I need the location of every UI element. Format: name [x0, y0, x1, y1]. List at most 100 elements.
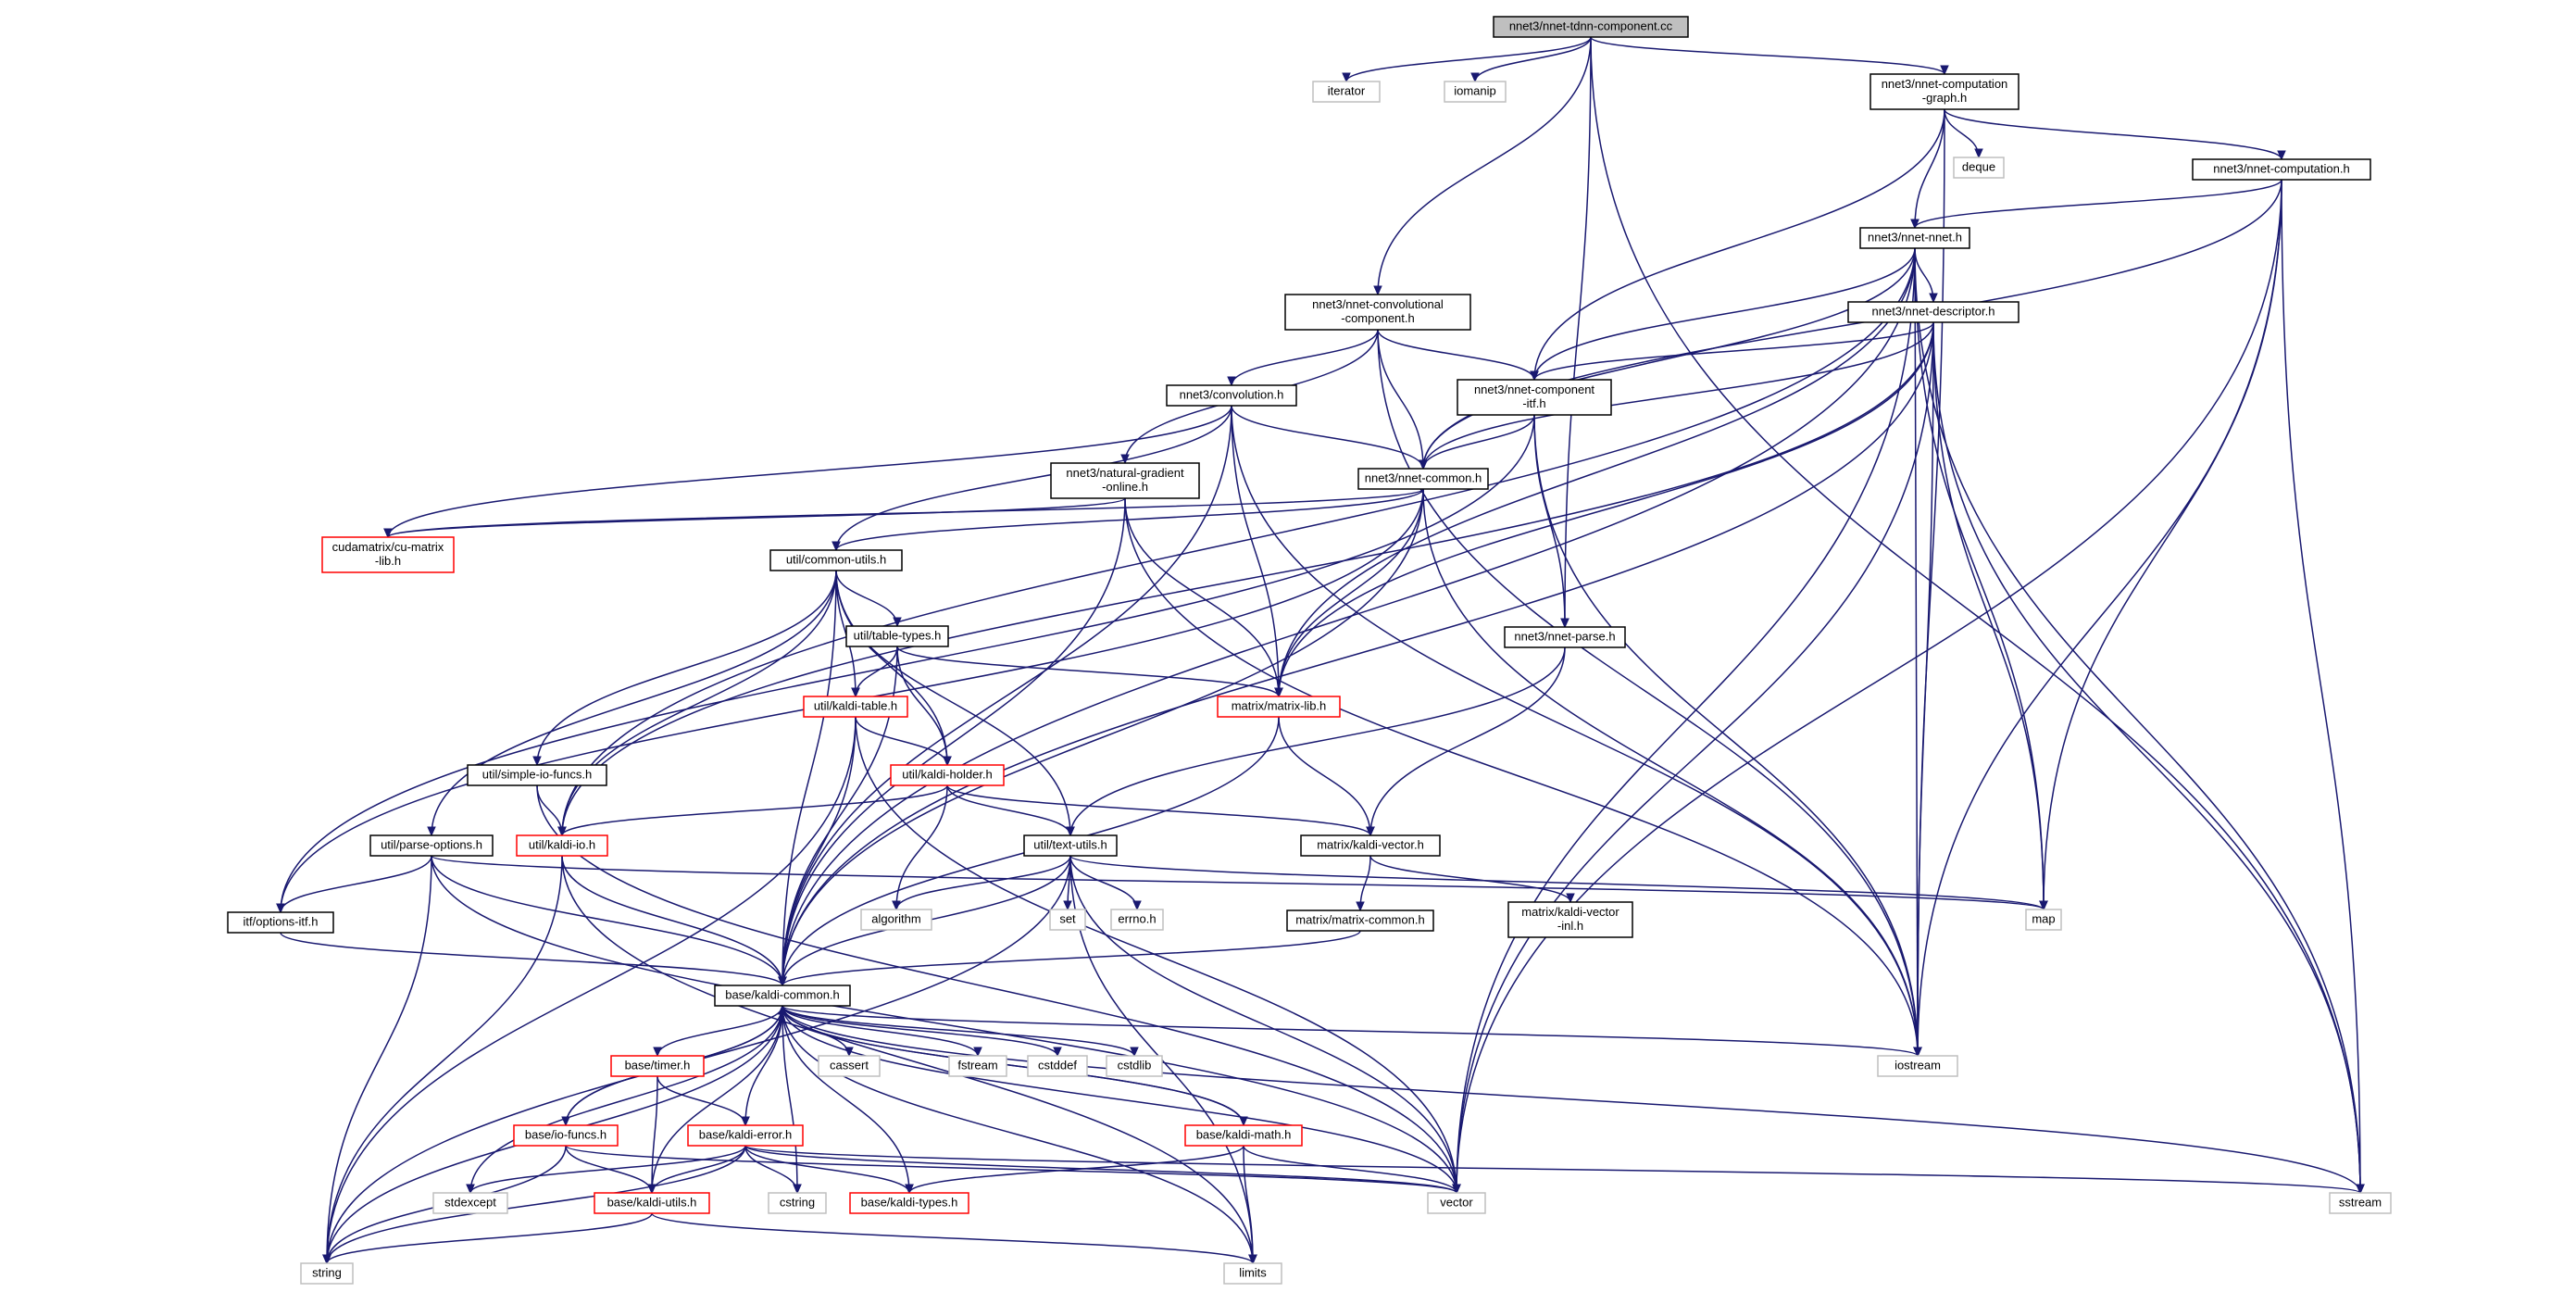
node-options-itf[interactable]: itf/options-itf.h — [227, 911, 334, 934]
edge-arrowhead — [557, 826, 567, 837]
node-text-utils[interactable]: util/text-utils.h — [1023, 834, 1118, 857]
edge-arrowhead — [1356, 901, 1365, 912]
node-box — [769, 549, 903, 571]
node-nnet-convolutional-component[interactable]: nnet3/nnet-convolutional-component.h — [1284, 294, 1471, 331]
edge-kaldi-error-to-stdexcept — [469, 1145, 746, 1194]
edge-arrowhead — [892, 900, 901, 911]
node-label: sstream — [2339, 1196, 2382, 1210]
edge-natural-gradient-online-to-kaldi-common — [782, 497, 1126, 986]
edge-kaldi-error-to-sstream — [744, 1145, 2361, 1194]
edge-nnet-computation-to-iostream — [1917, 179, 2282, 1057]
edge-nnet-component-itf-to-nnet-common — [1422, 414, 1535, 470]
node-kaldi-types[interactable]: base/kaldi-types.h — [849, 1192, 969, 1214]
node-box — [890, 764, 1005, 786]
edge-nnet-parse-to-kaldi-vector — [1369, 646, 1566, 836]
node-nnet-descriptor[interactable]: nnet3/nnet-descriptor.h — [1847, 301, 2020, 323]
node-label: nnet3/nnet-common.h — [1365, 471, 1482, 485]
node-box — [432, 1192, 508, 1214]
edge-kaldi-common-to-kaldi-utils — [651, 1005, 783, 1194]
node-label: util/kaldi-holder.h — [902, 768, 993, 782]
edge-nnet-component-itf-to-iostream — [1533, 414, 1919, 1057]
edge-nnet-computation-graph-to-nnet-component-itf — [1533, 108, 1945, 381]
edge-parse-options-to-string — [326, 855, 432, 1264]
node-matrix-common[interactable]: matrix/matrix-common.h — [1286, 909, 1434, 932]
node-iterator: iterator — [1312, 81, 1381, 103]
node-timer[interactable]: base/timer.h — [610, 1055, 705, 1077]
node-convolution[interactable]: nnet3/convolution.h — [1166, 384, 1297, 407]
node-kaldi-utils[interactable]: base/kaldi-utils.h — [594, 1192, 710, 1214]
node-natural-gradient-online[interactable]: nnet3/natural-gradient-online.h — [1050, 462, 1200, 499]
node-label: set — [1059, 912, 1076, 926]
node-kaldi-common[interactable]: base/kaldi-common.h — [714, 985, 851, 1007]
node-matrix-lib[interactable]: matrix/matrix-lib.h — [1217, 696, 1341, 718]
edge-arrowhead — [905, 1184, 914, 1195]
edge-arrowhead — [1342, 72, 1351, 83]
node-vector: vector — [1427, 1192, 1486, 1214]
node-box — [1050, 462, 1200, 499]
node-nnet-common[interactable]: nnet3/nnet-common.h — [1357, 468, 1489, 490]
node-kaldi-vector[interactable]: matrix/kaldi-vector.h — [1300, 834, 1441, 857]
node-string: string — [300, 1262, 354, 1285]
node-label: base/kaldi-common.h — [725, 988, 840, 1002]
edge-kaldi-table-to-kaldi-common — [782, 716, 857, 986]
edge-text-utils-to-algorithm — [895, 855, 1071, 910]
edge-text-utils-to-vector — [1069, 855, 1457, 1194]
node-label: -itf.h — [1522, 396, 1545, 410]
edge-root-to-nnet-parse — [1564, 36, 1592, 628]
node-simple-io-funcs[interactable]: util/simple-io-funcs.h — [467, 764, 607, 786]
edge-nnet-computation-to-sstream — [2281, 179, 2361, 1194]
edge-options-itf-to-kaldi-common — [280, 932, 783, 986]
node-nnet-computation[interactable]: nnet3/nnet-computation.h — [2192, 158, 2371, 181]
node-root[interactable]: nnet3/nnet-tdnn-component.cc — [1493, 16, 1689, 38]
node-nnet-nnet[interactable]: nnet3/nnet-nnet.h — [1859, 227, 1970, 249]
edge-nnet-common-to-cu-matrix-lib — [387, 488, 1424, 538]
node-label: matrix/matrix-lib.h — [1232, 699, 1327, 713]
edge-timer-to-kaldi-error — [657, 1075, 746, 1126]
edge-kaldi-math-to-vector — [1243, 1145, 1457, 1194]
edge-kaldi-math-to-kaldi-common — [782, 1005, 1244, 1126]
node-cassert: cassert — [818, 1055, 881, 1077]
node-label: -online.h — [1102, 480, 1148, 494]
node-nnet-parse[interactable]: nnet3/nnet-parse.h — [1504, 626, 1626, 648]
node-box — [1217, 696, 1341, 718]
edge-kaldi-utils-to-string — [326, 1212, 653, 1264]
node-kaldi-math[interactable]: base/kaldi-math.h — [1184, 1124, 1303, 1147]
node-label: deque — [1962, 160, 1995, 174]
edge-arrowhead — [1053, 1047, 1062, 1058]
node-label: nnet3/convolution.h — [1180, 388, 1284, 402]
node-kaldi-io[interactable]: util/kaldi-io.h — [516, 834, 608, 857]
edge-arrowhead — [1366, 826, 1375, 837]
node-box — [227, 911, 334, 934]
node-kaldi-vector-inl[interactable]: matrix/kaldi-vector-inl.h — [1507, 901, 1633, 938]
node-box — [594, 1192, 710, 1214]
node-table-types[interactable]: util/table-types.h — [845, 625, 949, 647]
edge-nnet-nnet-to-kaldi-common — [782, 247, 1916, 986]
node-kaldi-error[interactable]: base/kaldi-error.h — [687, 1124, 804, 1147]
node-nnet-component-itf[interactable]: nnet3/nnet-component-itf.h — [1457, 379, 1612, 416]
edge-nnet-convolutional-component-to-nnet-component-itf — [1377, 329, 1535, 381]
edge-nnet-nnet-to-map — [1914, 247, 2045, 910]
node-cu-matrix-lib[interactable]: cudamatrix/cu-matrix-lib.h — [321, 536, 455, 573]
edge-convolution-to-cu-matrix-lib — [387, 405, 1232, 538]
node-io-funcs[interactable]: base/io-funcs.h — [513, 1124, 619, 1147]
node-box — [1300, 834, 1441, 857]
node-parse-options[interactable]: util/parse-options.h — [369, 834, 494, 857]
node-label: -lib.h — [375, 554, 401, 568]
node-kaldi-table[interactable]: util/kaldi-table.h — [803, 696, 908, 718]
node-common-utils[interactable]: util/common-utils.h — [769, 549, 903, 571]
node-box — [1286, 909, 1434, 932]
edge-nnet-computation-graph-to-nnet-computation — [1944, 108, 2282, 160]
node-label: cstddef — [1038, 1059, 1077, 1072]
edge-arrowhead — [778, 1004, 787, 1015]
node-kaldi-holder[interactable]: util/kaldi-holder.h — [890, 764, 1005, 786]
edge-nnet-computation-graph-to-deque — [1944, 108, 1980, 158]
edge-arrowhead — [778, 976, 787, 987]
edge-arrowhead — [1913, 1047, 1922, 1058]
edge-kaldi-io-to-limits — [561, 855, 1254, 1264]
graph-edges — [276, 36, 2365, 1265]
node-nnet-computation-graph[interactable]: nnet3/nnet-computation-graph.h — [1869, 73, 2020, 110]
edge-arrowhead — [1452, 1184, 1461, 1195]
edge-kaldi-table-to-vector — [855, 716, 1457, 1194]
edge-arrowhead — [741, 1116, 750, 1127]
node-set: set — [1049, 909, 1086, 931]
